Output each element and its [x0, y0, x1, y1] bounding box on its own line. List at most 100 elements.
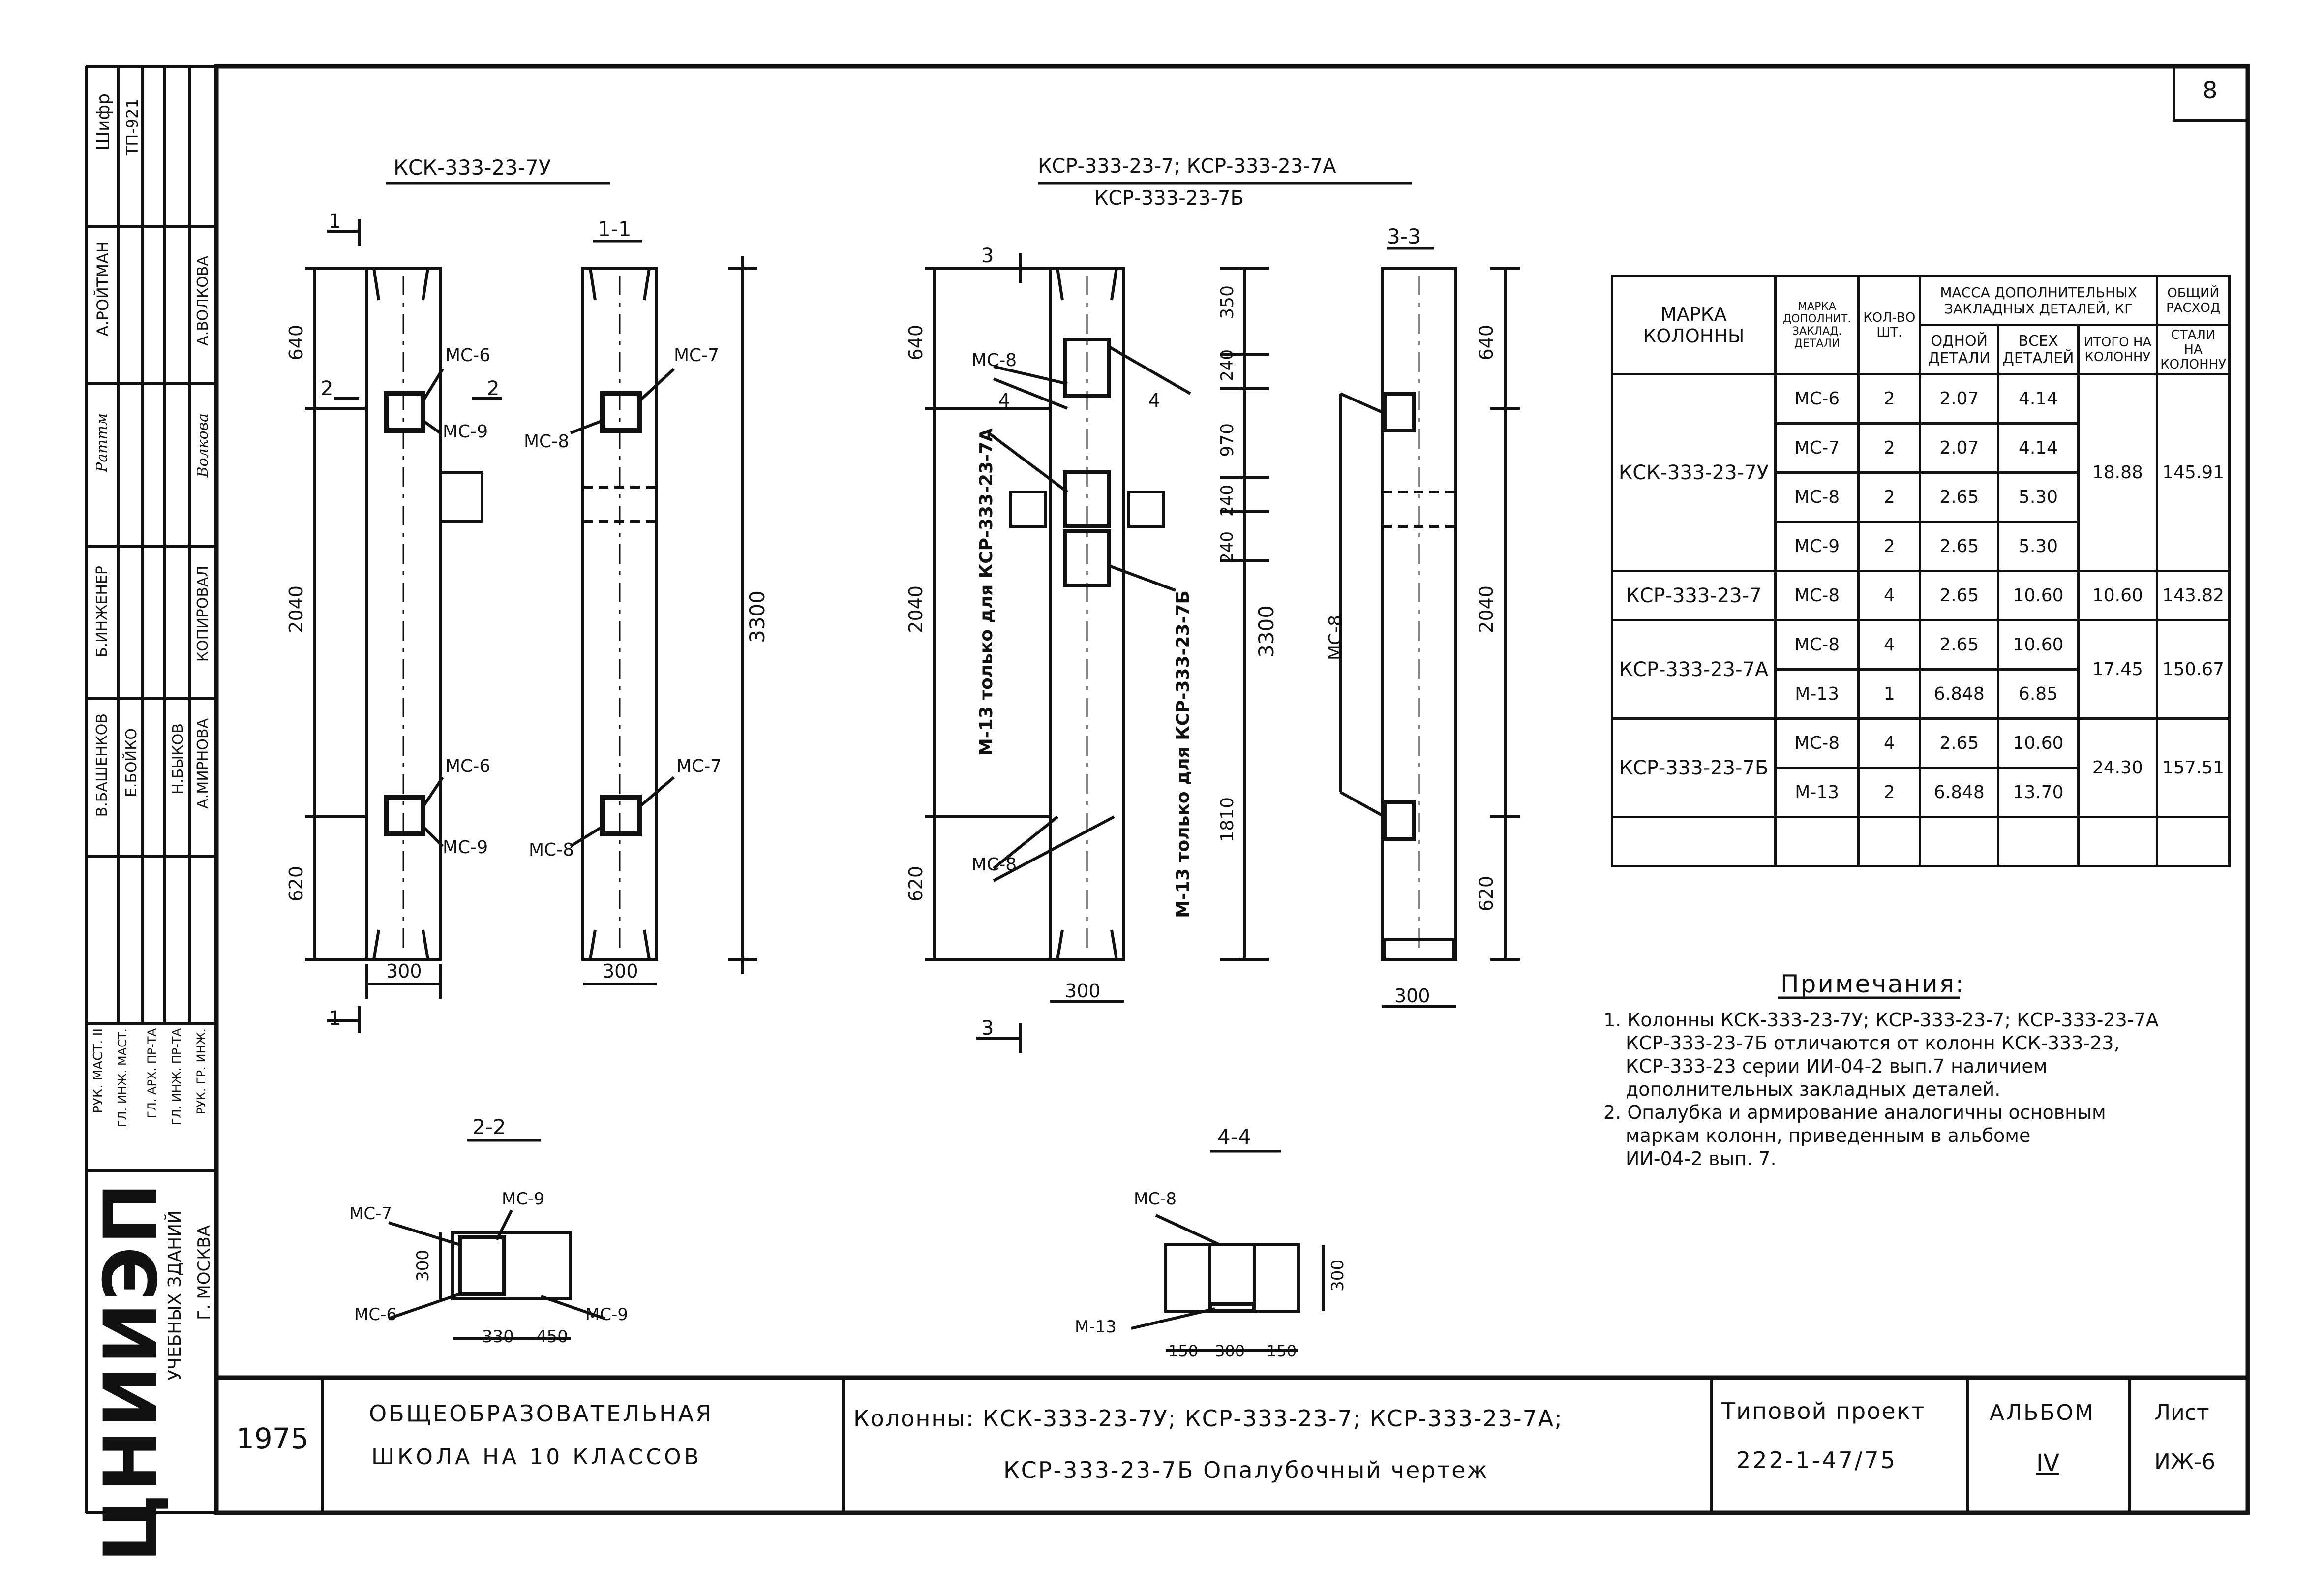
- dim-3300-v2: 3300: [1254, 605, 1278, 658]
- dim-970: 970: [1217, 423, 1237, 457]
- cell-detail: М-13: [1774, 767, 1860, 818]
- cell-one: 2.65: [1919, 619, 2000, 671]
- cell-one: 6.848: [1919, 767, 2000, 818]
- cut-mark-4-right: 4: [1148, 390, 1161, 411]
- label-mc8-s11-top: МС-8: [524, 431, 570, 452]
- view2-title: КСР-333-23-7; КСР-333-23-7А: [1038, 155, 1336, 178]
- strip-name-3: В.БАШЕНКОВ: [93, 713, 111, 817]
- cell-qty: 4: [1857, 619, 1922, 671]
- dim-620-v1: 620: [285, 866, 307, 902]
- view1-title: КСК-333-23-7У: [393, 155, 551, 180]
- cell-detail: МС-8: [1774, 471, 1860, 523]
- cell-one: 2.65: [1919, 471, 2000, 523]
- dim-330-s22: 330: [482, 1327, 514, 1347]
- cell-all: 4.14: [1997, 422, 2080, 474]
- dim-150-s44-right: 150: [1267, 1342, 1297, 1360]
- table-row: МС-8 2 2.65 5.30: [1612, 471, 2230, 523]
- table-row: КСР-333-23-7Б МС-8 4 2.65 10.60 24.30 15…: [1611, 717, 2231, 818]
- cell-steel: 143.82: [2156, 570, 2231, 621]
- note-m13-7a: М-13 только для КСР-333-23-7А: [976, 428, 996, 756]
- th-mass-group: МАССА ДОПОЛНИТЕЛЬНЫХ ЗАКЛАДНЫХ ДЕТАЛЕЙ, …: [1919, 275, 2159, 326]
- table-row: М-13 2 6.848 13.70: [1612, 767, 2230, 818]
- label-mc9-bottom: МС-9: [443, 837, 488, 858]
- dim-300-s44: 300: [1328, 1260, 1348, 1292]
- org-subtitle-1: УЧЕБНЫХ ЗДАНИЙ: [165, 1210, 185, 1381]
- dim-300-s11: 300: [603, 960, 638, 982]
- table-row: МС-7 2 2.07 4.14: [1612, 422, 2230, 474]
- strip-name-2: А.ВОЛКОВА: [194, 256, 211, 346]
- note-line: КСР-333-23 серии ИИ-04-2 вып.7 наличием: [1626, 1055, 2048, 1077]
- section-3-3-title: 3-3: [1387, 224, 1421, 248]
- th-mark: МАРКА КОЛОННЫ: [1611, 275, 1777, 375]
- embedded-parts-table: МАРКА КОЛОННЫ МАРКА ДОПОЛНИТ. ЗАКЛАД. ДЕ…: [1611, 275, 2231, 867]
- cell-one: 2.65: [1919, 717, 2000, 769]
- dim-620-v2: 620: [905, 866, 927, 902]
- cell-all: 5.30: [1997, 521, 2080, 572]
- label-mc9-top: МС-9: [443, 422, 488, 442]
- strip-role-copy: КОПИРОВАЛ: [194, 566, 211, 662]
- cell-all: 10.60: [1997, 570, 2080, 621]
- cell-steel: 145.91: [2156, 373, 2231, 572]
- note-line: маркам колонн, приведенным в альбоме: [1626, 1125, 2031, 1146]
- dim-640-v2: 640: [905, 325, 927, 361]
- strip-name-6: А.МИРНОВА: [194, 718, 211, 809]
- th-total-column: ИТОГО НА КОЛОННУ: [2077, 324, 2159, 375]
- cell-detail: МС-7: [1774, 422, 1860, 474]
- cell-detail: МС-8: [1774, 570, 1860, 621]
- table-row-empty: [1611, 816, 2231, 867]
- label-mc9-s22-bottom: МС-9: [585, 1305, 628, 1324]
- cell-qty: 2: [1857, 767, 1922, 818]
- label-m13-s44: М-13: [1075, 1317, 1117, 1337]
- strip-name-4: Е.БОЙКО: [123, 728, 140, 798]
- dim-300-s33: 300: [1394, 985, 1430, 1007]
- th-all-parts: ВСЕХ ДЕТАЛЕЙ: [1997, 324, 2080, 375]
- strip-role-1: РУК. МАСТ. II: [91, 1028, 106, 1113]
- cell-detail: МС-9: [1774, 521, 1860, 572]
- cell-qty: 2: [1857, 422, 1922, 474]
- title-typical-label: Типовой проект: [1721, 1398, 1926, 1424]
- title-sheet-value: ИЖ-6: [2154, 1449, 2216, 1475]
- cell-qty: 4: [1857, 717, 1922, 769]
- label-mc7-bottom: МС-7: [676, 756, 722, 776]
- title-album-value: IV: [2036, 1449, 2059, 1477]
- cell-all: 4.14: [1997, 373, 2080, 425]
- label-mc7-s22: МС-7: [349, 1204, 392, 1224]
- dim-240-a: 240: [1217, 349, 1237, 381]
- strip-role-3: ГЛ. АРХ. ПР-ТА: [145, 1028, 159, 1118]
- dim-300-v1: 300: [386, 960, 422, 982]
- strip-role-5: РУК. ГР. ИНЖ.: [194, 1028, 208, 1115]
- th-qty: КОЛ-ВО ШТ.: [1857, 275, 1922, 375]
- cell-steel: 157.51: [2156, 717, 2231, 818]
- signature-2: Волкова: [194, 413, 211, 478]
- th-one-part: ОДНОЙ ДЕТАЛИ: [1919, 324, 2000, 375]
- dim-620-s33: 620: [1476, 876, 1497, 912]
- label-mc8-s11-bottom: МС-8: [529, 840, 574, 860]
- cell-one: 2.07: [1919, 422, 2000, 474]
- note-line: ИИ-04-2 вып. 7.: [1626, 1148, 1777, 1169]
- strip-role-2: ГЛ. ИНЖ. МАСТ.: [116, 1028, 129, 1128]
- cell-total: 18.88: [2077, 373, 2159, 572]
- dim-640-v1: 640: [285, 325, 307, 361]
- section-4-4-title: 4-4: [1217, 1125, 1251, 1149]
- label-mc6-bottom: МС-6: [445, 756, 491, 776]
- cell-mark: КСК-333-23-7У: [1611, 373, 1777, 572]
- note-line: 2. Опалубка и армирование аналогичны осн…: [1603, 1102, 2106, 1123]
- strip-name-1: А.РОЙТМАН: [93, 241, 112, 337]
- cut-mark-1-top: 1: [329, 210, 341, 233]
- th-steel-column: СТАЛИ НА КОЛОННУ: [2156, 324, 2231, 375]
- cell-qty: 2: [1857, 521, 1922, 572]
- dim-3300-s11: 3300: [745, 590, 769, 643]
- label-mc9-s22-top: МС-9: [502, 1189, 544, 1209]
- cut-mark-3-top: 3: [981, 245, 994, 267]
- section-1-1-title: 1-1: [598, 217, 632, 241]
- label-mc6-s22: МС-6: [354, 1305, 397, 1324]
- cell-detail: МС-8: [1774, 717, 1860, 769]
- cut-mark-1-bottom: 1: [329, 1007, 341, 1030]
- table-row: КСК-333-23-7У МС-6 2 2.07 4.14 18.88 145…: [1611, 373, 2231, 572]
- dim-240-b: 240: [1217, 485, 1237, 517]
- table-row: МС-9 2 2.65 5.30: [1612, 521, 2230, 572]
- cell-one: 2.65: [1919, 570, 2000, 621]
- cell-detail: М-13: [1774, 668, 1860, 720]
- dim-2040-v2: 2040: [905, 585, 927, 633]
